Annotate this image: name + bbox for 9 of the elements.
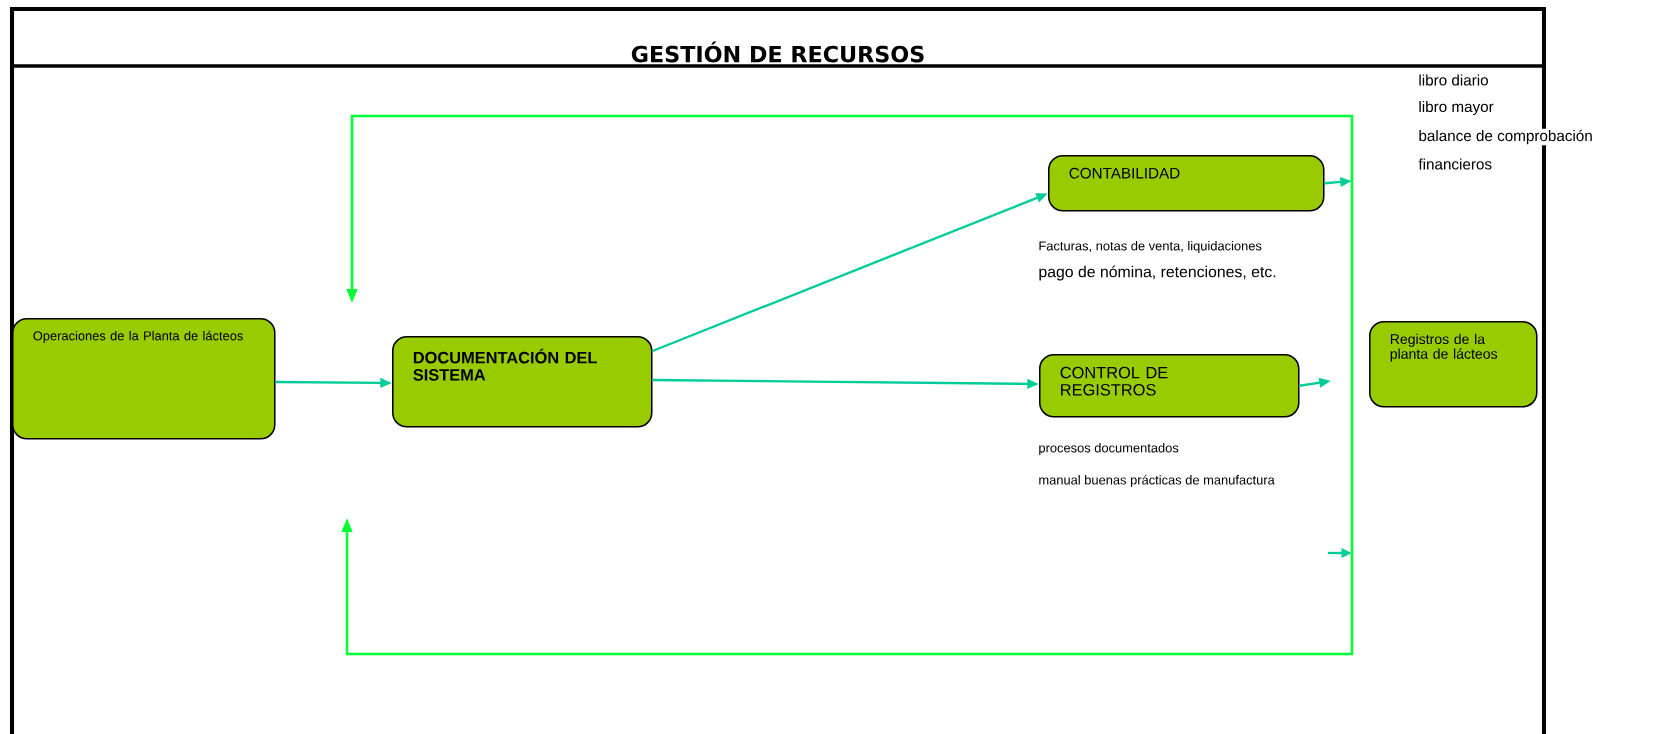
note-text: financieros — [1417, 157, 1494, 171]
process-box: CONTABILIDAD — [1048, 155, 1325, 212]
note-text: pago de nómina, retenciones, etc. — [1037, 264, 1278, 282]
process-box: Operaciones de la Planta de lácteos — [12, 318, 276, 440]
process-box: Registros de la planta de lácteos — [1369, 321, 1538, 408]
title: GESTIÓN DE RECURSOS — [631, 41, 924, 63]
process-box: CONTROL DE REGISTROS — [1039, 354, 1300, 418]
note-text: libro diario — [1417, 73, 1490, 87]
process-box: DOCUMENTACIÓN DEL SISTEMA — [392, 336, 653, 428]
